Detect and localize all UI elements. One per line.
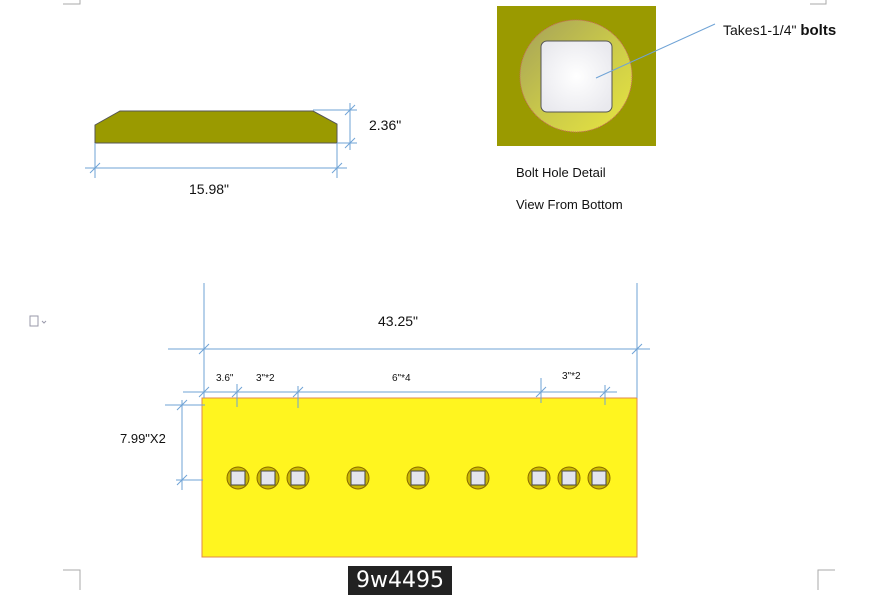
document-icon[interactable] xyxy=(29,315,47,327)
page-corner-marks xyxy=(63,0,835,590)
bolt-detail-title: Bolt Hole Detail xyxy=(516,165,606,180)
bolt-callout: Takes1-1/4" bolts xyxy=(723,22,836,39)
bolt-hole xyxy=(466,466,490,490)
bolt-hole xyxy=(557,466,581,490)
spacing-label-4: 3"*2 xyxy=(562,371,581,382)
bolt-hole xyxy=(406,466,430,490)
top-dimension-lines xyxy=(165,283,650,490)
bolt-hole xyxy=(346,466,370,490)
spacing-label-1: 3.6" xyxy=(216,373,234,384)
bolt-callout-bold: bolts xyxy=(800,22,837,39)
spacing-label-2: 3"*2 xyxy=(256,373,275,384)
width-label: 7.99"X2 xyxy=(120,431,166,446)
bolt-hole-detail-image xyxy=(497,6,716,146)
bolt-detail-subtitle: View From Bottom xyxy=(516,197,623,212)
side-profile xyxy=(94,110,338,144)
height-label: 2.36" xyxy=(369,117,402,133)
spacing-label-3: 6"*4 xyxy=(392,373,411,384)
bolt-holes xyxy=(226,466,611,490)
overall-length-label: 43.25" xyxy=(378,313,419,329)
bolt-callout-text: Takes1-1/4" xyxy=(723,22,797,38)
bolt-hole xyxy=(256,466,280,490)
bolt-hole xyxy=(527,466,551,490)
length-label: 15.98" xyxy=(189,181,230,197)
bolt-hole xyxy=(226,466,250,490)
side-dimension-lines xyxy=(85,103,357,178)
bolt-hole xyxy=(286,466,310,490)
part-number-label: 9w4495 xyxy=(348,566,452,595)
bolt-hole xyxy=(587,466,611,490)
